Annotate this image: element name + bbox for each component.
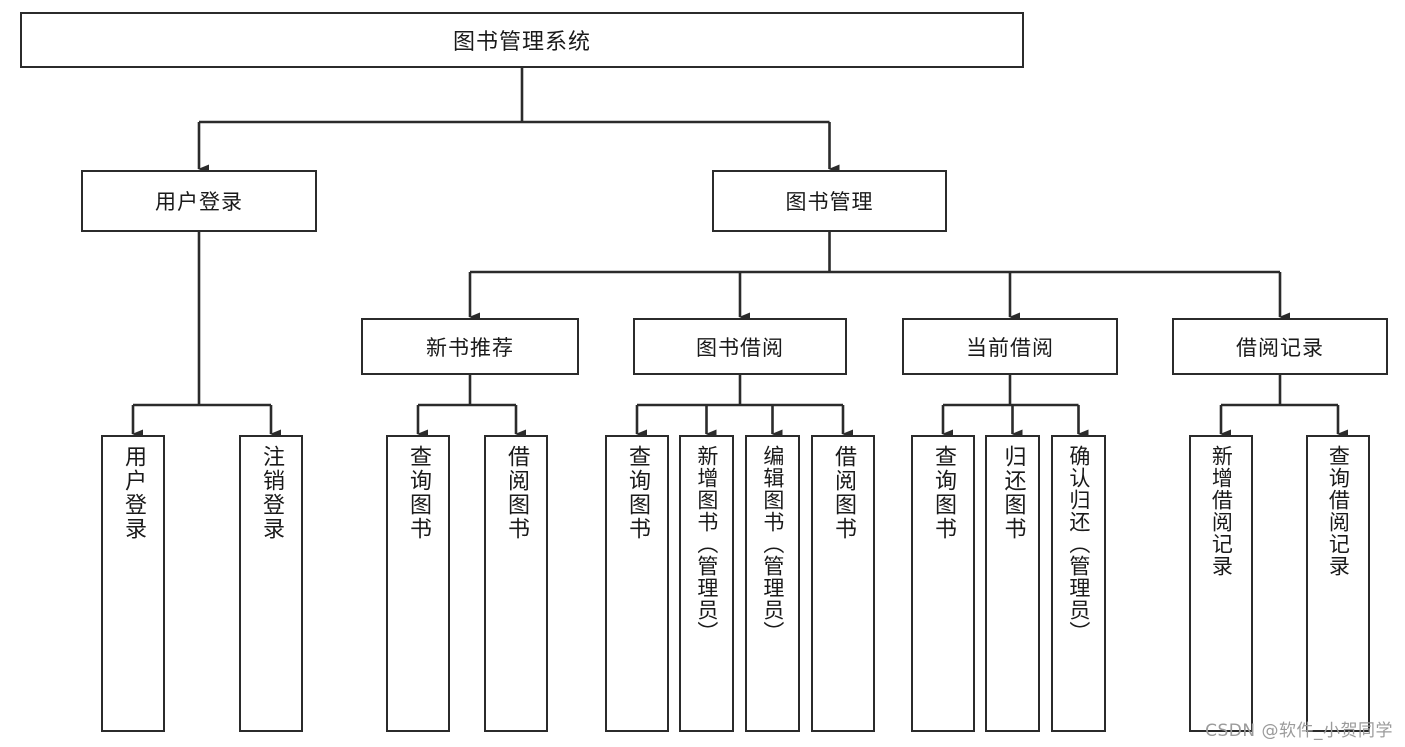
node-leaf-add-record[interactable]: 新增借阅记录: [1189, 435, 1253, 732]
node-leaf-query-book-3[interactable]: 查询图书: [911, 435, 975, 732]
node-user-login-label: 用户登录: [155, 190, 243, 214]
node-current-borrow-label: 当前借阅: [966, 335, 1054, 360]
node-leaf-query-book-2[interactable]: 查询图书: [605, 435, 669, 732]
node-leaf-return-book[interactable]: 归还图书: [985, 435, 1040, 732]
node-leaf-logout-label: 注销登录: [258, 445, 284, 541]
node-leaf-borrow-book-2-label: 借阅图书: [830, 445, 856, 541]
node-current-borrow[interactable]: 当前借阅: [902, 318, 1118, 375]
node-leaf-add-book[interactable]: 新增图书（管理员）: [679, 435, 734, 732]
node-leaf-add-book-label: 新增图书（管理员）: [694, 445, 719, 643]
node-borrow-record-label: 借阅记录: [1236, 335, 1324, 360]
node-leaf-query-record-label: 查询借阅记录: [1326, 445, 1351, 577]
node-book-manage-label: 图书管理: [785, 190, 874, 214]
node-book-borrow-label: 图书借阅: [696, 335, 784, 360]
node-root[interactable]: 图书管理系统: [20, 12, 1024, 68]
node-user-login[interactable]: 用户登录: [81, 170, 317, 232]
node-leaf-add-record-label: 新增借阅记录: [1209, 445, 1234, 577]
node-leaf-edit-book[interactable]: 编辑图书（管理员）: [745, 435, 800, 732]
node-root-label: 图书管理系统: [452, 30, 591, 55]
node-leaf-confirm-return-label: 确认归还（管理员）: [1066, 445, 1091, 643]
node-leaf-confirm-return[interactable]: 确认归还（管理员）: [1051, 435, 1106, 732]
node-leaf-query-book-2-label: 查询图书: [624, 445, 650, 541]
node-leaf-logout[interactable]: 注销登录: [239, 435, 303, 732]
node-leaf-borrow-book-1[interactable]: 借阅图书: [484, 435, 548, 732]
node-book-manage[interactable]: 图书管理: [712, 170, 947, 232]
node-leaf-query-book-1-label: 查询图书: [405, 445, 431, 541]
node-leaf-user-login-label: 用户登录: [120, 445, 146, 541]
node-new-book-rec[interactable]: 新书推荐: [361, 318, 579, 375]
node-leaf-edit-book-label: 编辑图书（管理员）: [760, 445, 785, 643]
node-new-book-rec-label: 新书推荐: [426, 335, 514, 360]
watermark-text: CSDN @软件_小贺同学: [1205, 721, 1393, 741]
node-leaf-borrow-book-2[interactable]: 借阅图书: [811, 435, 875, 732]
node-leaf-user-login[interactable]: 用户登录: [101, 435, 165, 732]
node-leaf-query-record[interactable]: 查询借阅记录: [1306, 435, 1370, 732]
node-book-borrow[interactable]: 图书借阅: [633, 318, 847, 375]
node-leaf-borrow-book-1-label: 借阅图书: [503, 445, 529, 541]
node-leaf-query-book-1[interactable]: 查询图书: [386, 435, 450, 732]
node-leaf-return-book-label: 归还图书: [1000, 445, 1026, 541]
node-leaf-query-book-3-label: 查询图书: [930, 445, 956, 541]
node-borrow-record[interactable]: 借阅记录: [1172, 318, 1388, 375]
